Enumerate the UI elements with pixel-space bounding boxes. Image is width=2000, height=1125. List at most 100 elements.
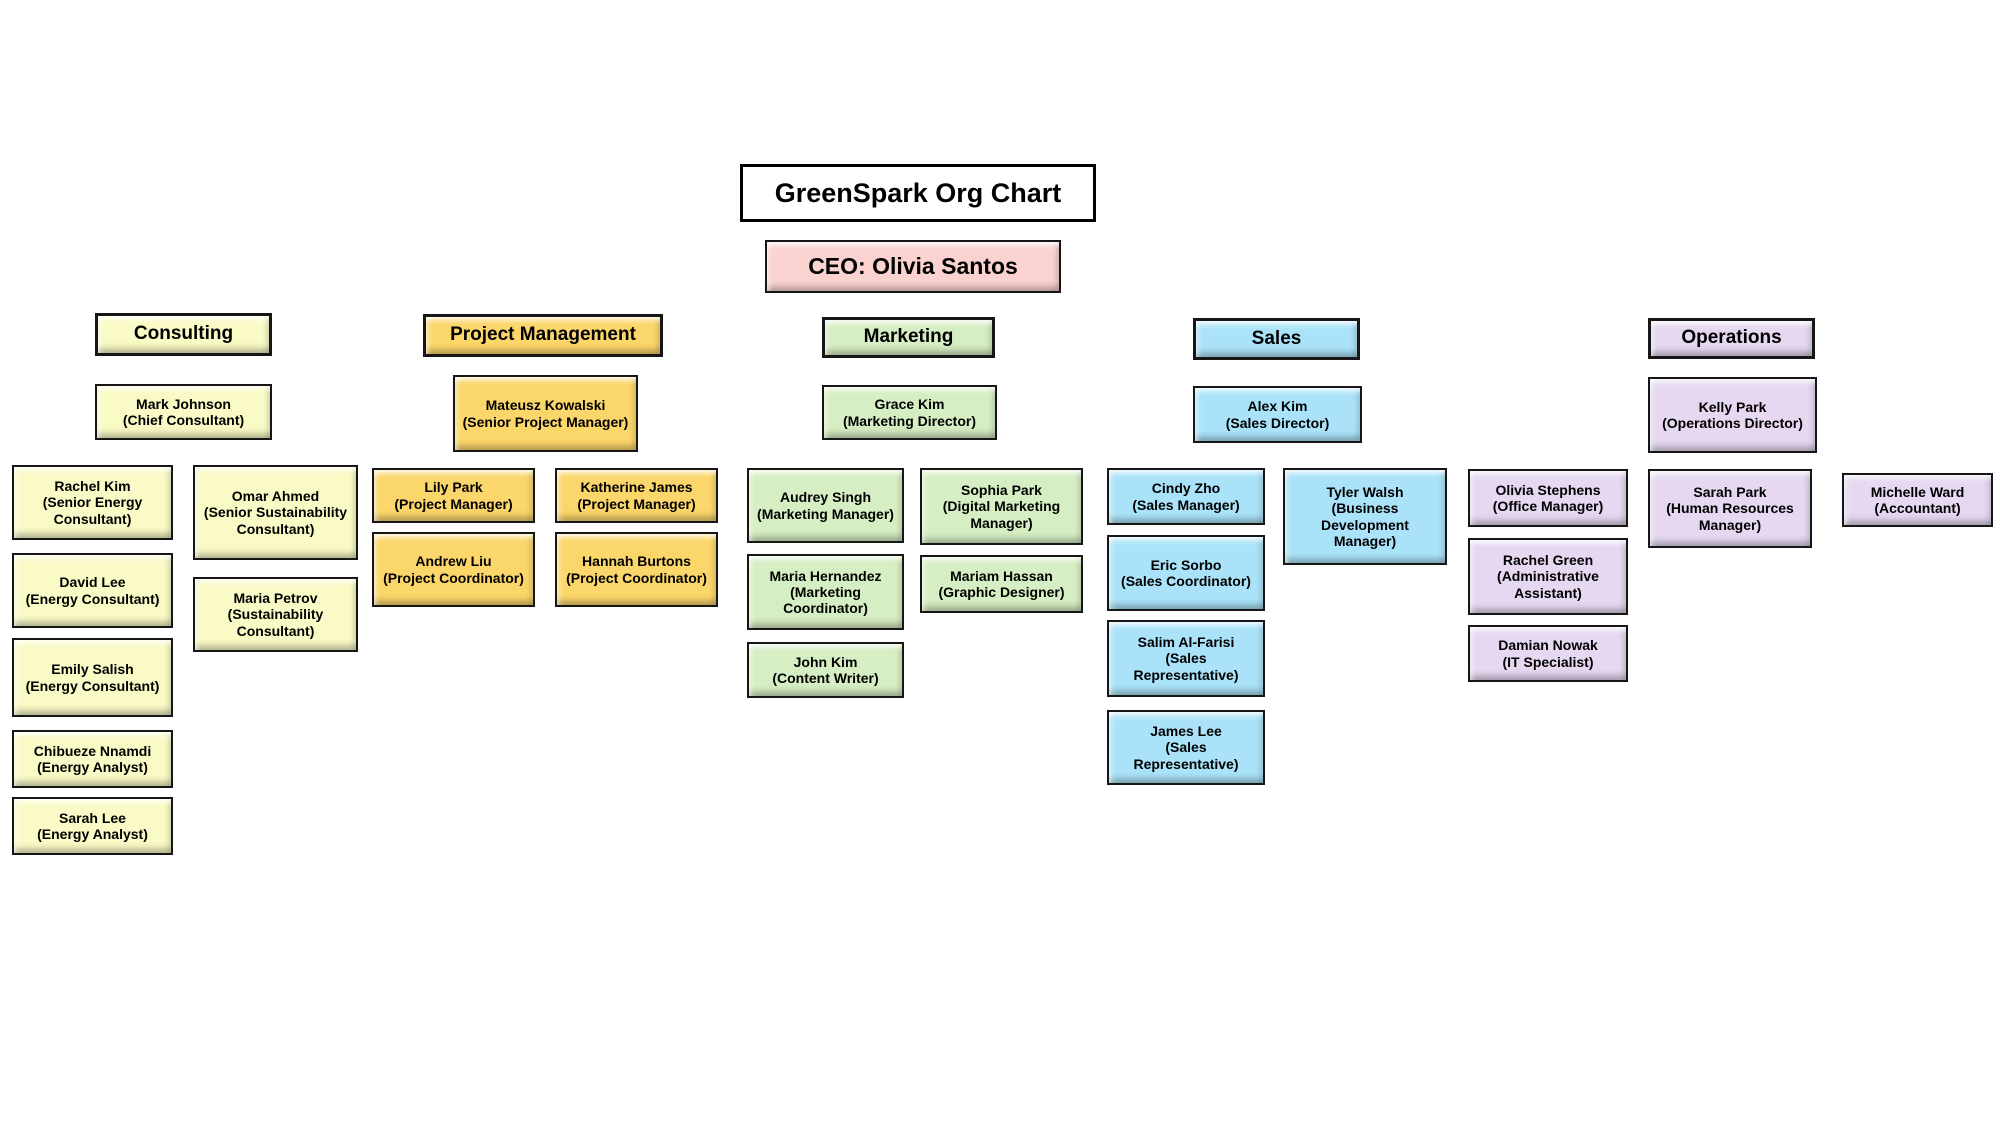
- person-role: (Senior Sustainability Consultant): [203, 504, 348, 537]
- person-name: Mateusz Kowalski: [485, 397, 606, 414]
- person-name: Hannah Burtons: [582, 553, 691, 570]
- dept-head-box-marketing: Grace Kim(Marketing Director): [822, 385, 997, 440]
- person-role: (Graphic Designer): [938, 584, 1065, 600]
- person-role: (Sales Representative): [1133, 650, 1239, 683]
- person-role: (Senior Energy Consultant): [42, 494, 143, 527]
- dept-header-project-management: Project Management: [423, 314, 663, 357]
- person-name: Sarah Park: [1693, 484, 1767, 501]
- person-name: Alex Kim: [1247, 398, 1308, 415]
- person-name: Kelly Park: [1698, 398, 1767, 415]
- person-role: (IT Specialist): [1502, 653, 1594, 670]
- org-member-box: Andrew Liu(Project Coordinator): [372, 532, 535, 607]
- dept-header-consulting: Consulting: [95, 313, 272, 356]
- org-member-box: David Lee(Energy Consultant): [12, 553, 173, 628]
- org-member-box: Olivia Stephens(Office Manager): [1468, 469, 1628, 527]
- person-role: (Project Coordinator): [383, 569, 524, 586]
- person-name: Sophia Park: [961, 482, 1042, 499]
- dept-header-marketing: Marketing: [822, 317, 995, 358]
- dept-head-box-consulting: Mark Johnson(Chief Consultant): [95, 384, 272, 440]
- person-role: (Digital Marketing Manager): [942, 498, 1061, 531]
- org-member-box: Omar Ahmed(Senior Sustainability Consult…: [193, 465, 358, 560]
- org-member-box: Cindy Zho(Sales Manager): [1107, 468, 1265, 525]
- person-role: (Energy Analyst): [37, 826, 148, 842]
- org-member-box: Salim Al-Farisi(Sales Representative): [1107, 620, 1265, 697]
- dept-head-box-operations: Kelly Park(Operations Director): [1648, 377, 1817, 453]
- org-member-box: Tyler Walsh(Business Development Manager…: [1283, 468, 1447, 565]
- person-role: (Office Manager): [1492, 498, 1604, 514]
- dept-head-box-project-management: Mateusz Kowalski(Senior Project Manager): [453, 375, 638, 452]
- person-role: (Project Coordinator): [566, 569, 707, 586]
- person-name: Olivia Stephens: [1495, 481, 1601, 498]
- person-name: Tyler Walsh: [1326, 484, 1404, 501]
- person-role: (Sustainability Consultant): [227, 606, 324, 639]
- person-role: (Content Writer): [772, 670, 879, 686]
- person-role: (Project Manager): [577, 495, 696, 512]
- person-role: (Marketing Coordinator): [783, 583, 868, 617]
- person-name: Eric Sorbo: [1150, 556, 1222, 573]
- person-role: (Project Manager): [394, 495, 513, 512]
- org-member-box: Lily Park(Project Manager): [372, 468, 535, 523]
- person-role: (Senior Project Manager): [462, 413, 629, 430]
- person-role: (Administrative Assistant): [1497, 568, 1599, 601]
- person-name: Audrey Singh: [779, 489, 871, 506]
- person-name: Grace Kim: [874, 396, 945, 413]
- person-name: Michelle Ward: [1870, 483, 1965, 500]
- person-name: Salim Al-Farisi: [1137, 634, 1235, 651]
- person-role: (Energy Consultant): [25, 677, 160, 694]
- person-name: Maria Petrov: [233, 590, 318, 607]
- org-member-box: Michelle Ward(Accountant): [1842, 473, 1993, 527]
- person-role: (Marketing Director): [842, 412, 977, 429]
- org-member-box: James Lee(Sales Representative): [1107, 710, 1265, 785]
- person-name: Omar Ahmed: [231, 488, 320, 505]
- org-member-box: Mariam Hassan(Graphic Designer): [920, 555, 1083, 613]
- org-member-box: Rachel Green(Administrative Assistant): [1468, 538, 1628, 615]
- person-role: (Business Development Manager): [1321, 500, 1409, 549]
- org-member-box: Damian Nowak(IT Specialist): [1468, 625, 1628, 682]
- org-member-box: Eric Sorbo(Sales Coordinator): [1107, 535, 1265, 611]
- org-member-box: Audrey Singh(Marketing Manager): [747, 468, 904, 543]
- person-role: (Sales Director): [1225, 414, 1330, 431]
- org-member-box: Emily Salish(Energy Consultant): [12, 638, 173, 717]
- person-name: Damian Nowak: [1498, 637, 1598, 654]
- org-member-box: Maria Petrov(Sustainability Consultant): [193, 577, 358, 652]
- person-role: (Accountant): [1874, 500, 1961, 516]
- person-name: Mariam Hassan: [950, 567, 1053, 584]
- person-name: Chibueze Nnamdi: [33, 742, 152, 759]
- person-role: (Sales Representative): [1133, 739, 1239, 772]
- org-member-box: Rachel Kim(Senior Energy Consultant): [12, 465, 173, 540]
- org-member-box: John Kim(Content Writer): [747, 642, 904, 698]
- person-name: John Kim: [793, 653, 858, 670]
- person-role: (Chief Consultant): [122, 412, 245, 428]
- chart-title: GreenSpark Org Chart: [740, 164, 1096, 222]
- org-member-box: Sarah Lee(Energy Analyst): [12, 797, 173, 855]
- person-role: (Operations Director): [1662, 415, 1803, 431]
- dept-header-sales: Sales: [1193, 318, 1360, 360]
- person-role: (Energy Analyst): [37, 759, 148, 775]
- person-name: Cindy Zho: [1151, 480, 1221, 497]
- person-name: James Lee: [1150, 723, 1222, 740]
- person-name: Rachel Kim: [54, 478, 131, 495]
- person-name: Rachel Green: [1502, 552, 1594, 569]
- person-name: Katherine James: [580, 479, 693, 496]
- person-role: (Energy Consultant): [25, 590, 160, 607]
- person-name: Emily Salish: [51, 661, 134, 678]
- ceo-box: CEO: Olivia Santos: [765, 240, 1061, 293]
- person-role: (Marketing Manager): [757, 505, 894, 522]
- org-member-box: Hannah Burtons(Project Coordinator): [555, 532, 718, 607]
- person-role: (Sales Coordinator): [1121, 573, 1251, 589]
- org-member-box: Sarah Park(Human Resources Manager): [1648, 469, 1812, 548]
- org-member-box: Chibueze Nnamdi(Energy Analyst): [12, 730, 173, 788]
- person-name: Maria Hernandez: [769, 567, 882, 584]
- person-role: (Human Resources Manager): [1666, 500, 1794, 533]
- person-name: Andrew Liu: [415, 553, 492, 570]
- person-role: (Sales Manager): [1132, 496, 1240, 513]
- person-name: Mark Johnson: [136, 395, 231, 412]
- person-name: Lily Park: [424, 479, 483, 496]
- org-member-box: Sophia Park(Digital Marketing Manager): [920, 468, 1083, 545]
- org-member-box: Katherine James(Project Manager): [555, 468, 718, 523]
- dept-head-box-sales: Alex Kim(Sales Director): [1193, 386, 1362, 443]
- org-member-box: Maria Hernandez(Marketing Coordinator): [747, 554, 904, 630]
- person-name: David Lee: [59, 574, 126, 591]
- dept-header-operations: Operations: [1648, 318, 1815, 359]
